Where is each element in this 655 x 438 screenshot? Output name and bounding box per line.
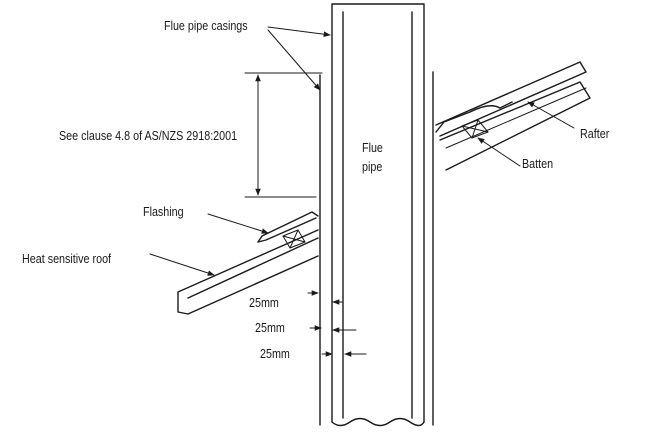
outer-casing-lines <box>319 71 434 426</box>
clearance-dimension <box>244 72 323 198</box>
right-batten-block <box>461 119 489 139</box>
arrow-rafter <box>527 101 575 129</box>
leader-arrows <box>149 26 575 276</box>
label-flashing: Flashing <box>143 205 184 219</box>
label-flue-pipe-casings: Flue pipe casings <box>164 19 248 33</box>
label-dim-2: 25mm <box>255 321 285 335</box>
arrow-roof <box>149 253 215 276</box>
label-flue-line2: pipe <box>362 160 383 174</box>
left-batten-block <box>282 229 306 249</box>
arrow-casings-top <box>267 26 331 37</box>
arrow-batten <box>477 137 521 167</box>
right-roof-section <box>435 61 591 171</box>
flue-pipe <box>342 11 413 419</box>
label-heat-sensitive-roof: Heat sensitive roof <box>22 252 112 266</box>
label-flue-line1: Flue <box>362 141 383 155</box>
left-roof-section <box>177 211 319 315</box>
inner-casing <box>331 3 425 427</box>
label-dim-1: 25mm <box>249 296 279 310</box>
label-batten: Batten <box>522 157 554 171</box>
dimension-25mm-1 <box>307 290 343 305</box>
dimension-25mm-2 <box>309 325 357 333</box>
label-dim-3: 25mm <box>260 347 290 361</box>
arrow-casings-side <box>267 29 321 91</box>
label-rafter: Rafter <box>580 127 610 141</box>
arrow-flashing <box>207 213 269 234</box>
label-clearance-note: See clause 4.8 of AS/NZS 2918:2001 <box>59 129 238 143</box>
